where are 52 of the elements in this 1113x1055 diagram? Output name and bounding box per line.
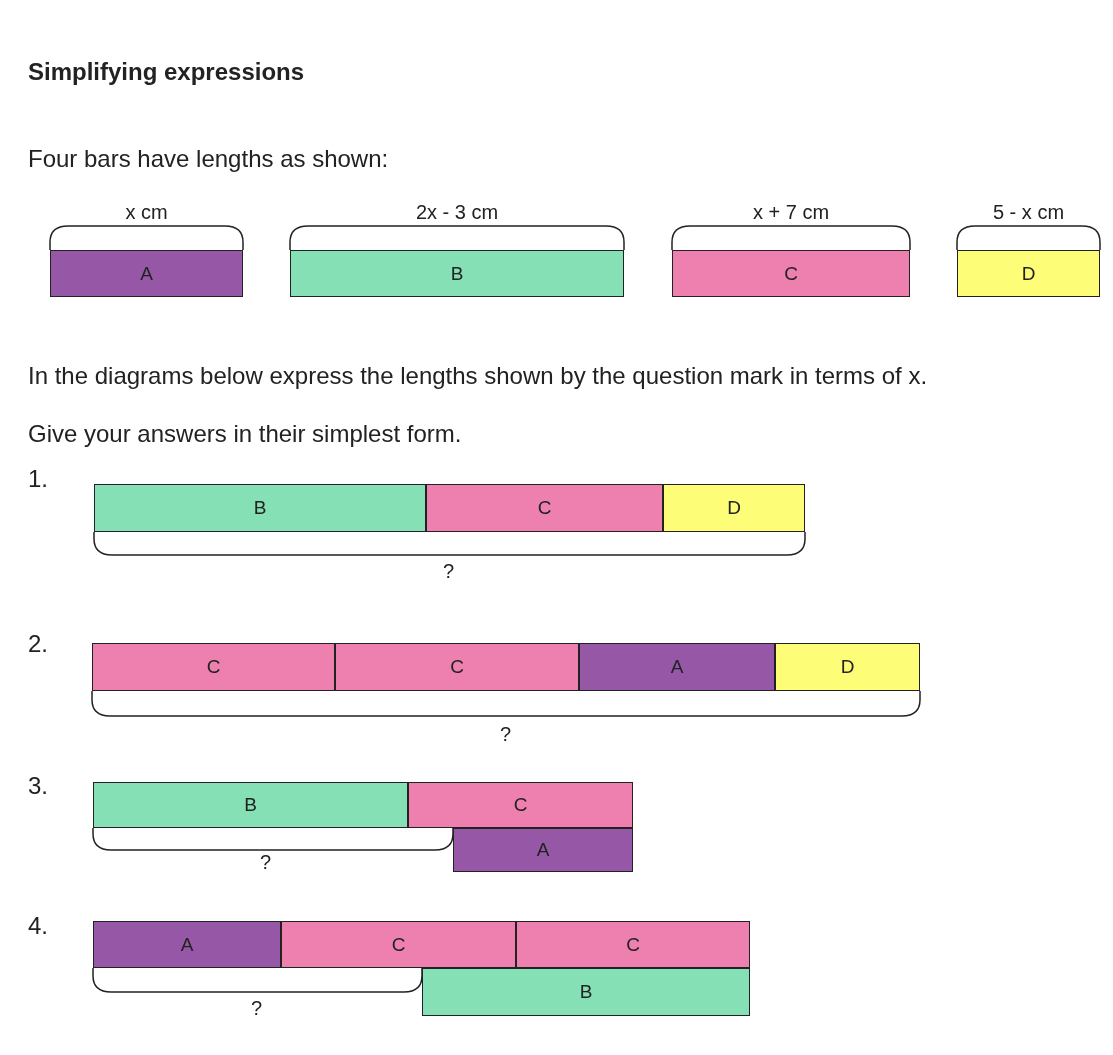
question-number: 4. xyxy=(28,912,48,940)
question-number: 1. xyxy=(28,465,48,493)
length-label: x cm xyxy=(124,201,169,224)
bar-segment xyxy=(426,484,663,532)
bar-segment xyxy=(579,643,775,691)
bar-segment xyxy=(408,782,633,828)
question-number: 3. xyxy=(28,772,48,800)
instruction-text: Give your answers in their simplest form. xyxy=(28,420,462,448)
bar-label: C xyxy=(513,794,528,816)
bar-segment xyxy=(453,828,633,872)
length-label: 5 - x cm xyxy=(991,201,1066,224)
bar-label: A xyxy=(180,933,194,956)
bar-label: C xyxy=(391,933,406,956)
bar-segment xyxy=(93,921,281,968)
bar-segment xyxy=(672,250,910,297)
bar-label: B xyxy=(450,262,464,285)
title: Simplifying expressions xyxy=(28,58,305,86)
bar-label: D xyxy=(1021,262,1036,285)
instruction-text: Four bars have lengths as shown: xyxy=(28,145,389,173)
bar-label: C xyxy=(537,497,552,519)
bar-segment xyxy=(281,921,516,968)
question-mark: ? xyxy=(260,851,272,874)
bar-segment xyxy=(93,782,408,828)
bar-segment xyxy=(290,250,624,297)
bar-label: C xyxy=(450,656,464,678)
bar-label: A xyxy=(140,262,153,285)
bar-segment xyxy=(663,484,805,532)
bar-label: D xyxy=(727,497,741,519)
instruction-text: In the diagrams below express the lengths shown by the question mark in terms of x. xyxy=(28,362,928,390)
bar-label: B xyxy=(253,497,267,519)
bar-segment xyxy=(516,921,750,968)
question-mark: ? xyxy=(251,997,263,1020)
bar-segment xyxy=(94,484,426,532)
bar-label: C xyxy=(626,933,640,956)
length-label: x + 7 cm xyxy=(751,201,831,224)
question-mark: ? xyxy=(443,560,455,583)
bar-segment xyxy=(92,643,335,691)
bar-label: C xyxy=(206,656,221,678)
bar-label: A xyxy=(670,656,684,678)
bar-label: B xyxy=(244,794,257,816)
bar-label: C xyxy=(784,262,798,285)
bar-segment xyxy=(335,643,579,691)
question-mark: ? xyxy=(500,723,512,746)
bar-segment xyxy=(422,968,750,1016)
length-label: 2x - 3 cm xyxy=(414,201,500,224)
bar-label: A xyxy=(536,839,550,861)
question-number: 2. xyxy=(28,630,48,658)
bar-label: D xyxy=(840,656,855,678)
bar-segment xyxy=(50,250,243,297)
bar-segment xyxy=(957,250,1100,297)
bar-segment xyxy=(775,643,920,691)
bar-label: B xyxy=(579,981,593,1003)
